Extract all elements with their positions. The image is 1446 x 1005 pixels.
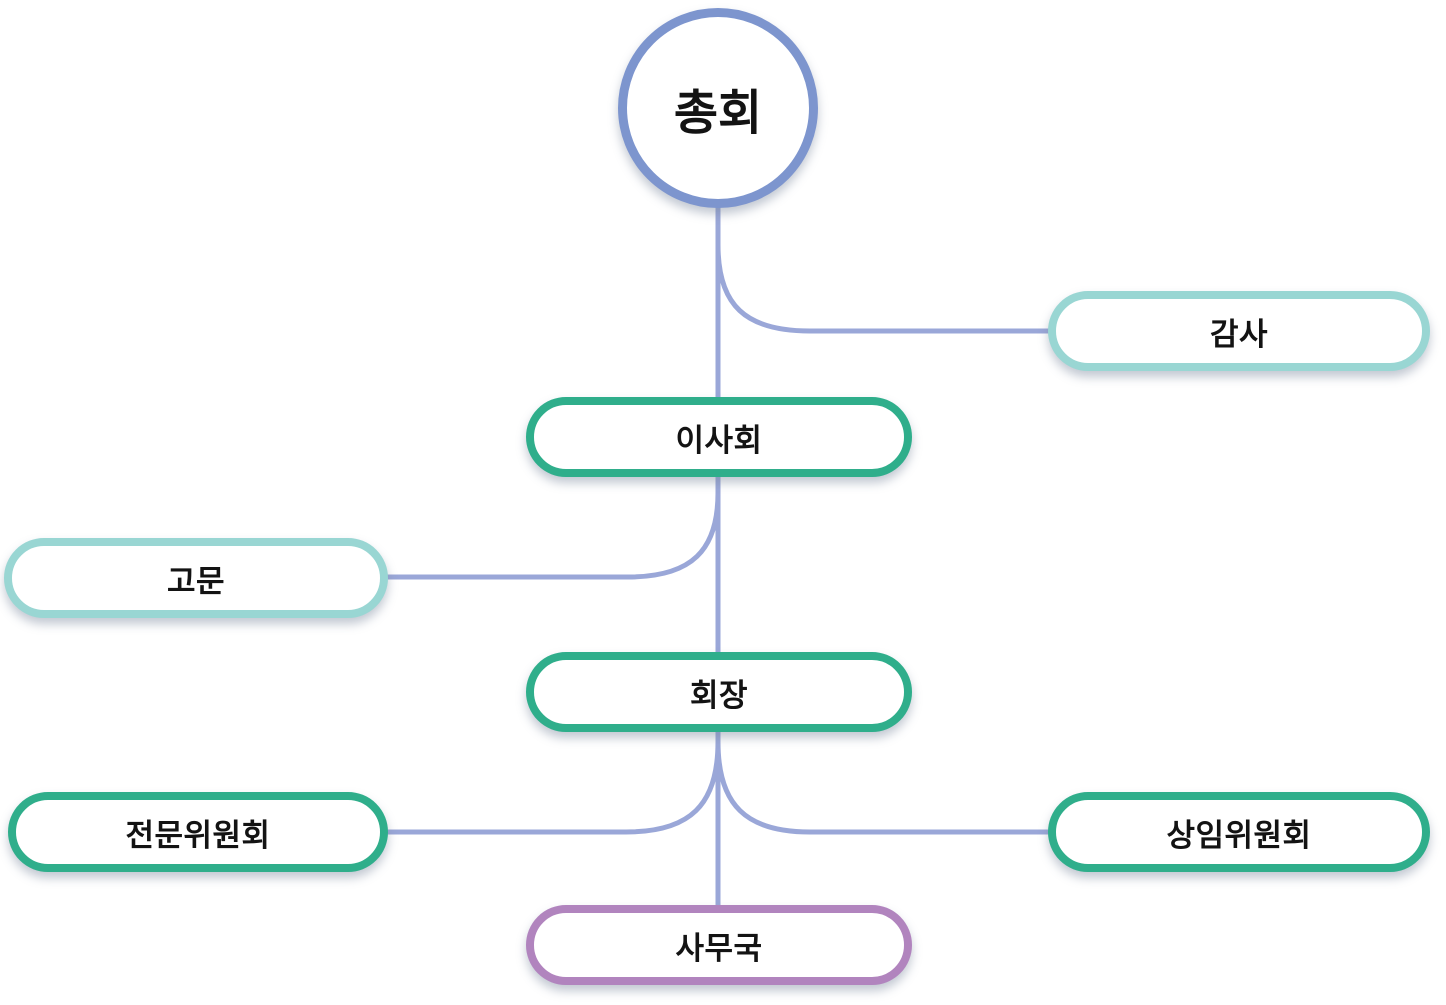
node-expert-committee: 전문위원회 bbox=[8, 792, 388, 872]
node-standing-committee: 상임위원회 bbox=[1048, 792, 1430, 872]
node-label-advisor: 고문 bbox=[166, 563, 226, 599]
connector-board-advisor bbox=[381, 490, 721, 580]
node-label-auditor: 감사 bbox=[1209, 316, 1269, 352]
node-secretariat: 사무국 bbox=[526, 905, 912, 985]
node-label-president: 회장 bbox=[689, 677, 749, 713]
node-general-assembly: 총회 bbox=[618, 8, 818, 208]
node-label-expert-committee: 전문위원회 bbox=[125, 817, 271, 853]
node-label-standing-committee: 상임위원회 bbox=[1166, 817, 1312, 853]
node-label-board-of-directors: 이사회 bbox=[675, 422, 763, 458]
connector-assembly-auditor bbox=[715, 242, 1055, 334]
node-advisor: 고문 bbox=[4, 538, 388, 618]
connector-president-standing-committee bbox=[715, 739, 1055, 835]
node-label-general-assembly: 총회 bbox=[673, 87, 763, 140]
node-label-secretariat: 사무국 bbox=[675, 930, 763, 966]
node-president: 회장 bbox=[526, 652, 912, 732]
connector-president-expert-committee bbox=[381, 739, 721, 835]
node-auditor: 감사 bbox=[1048, 291, 1430, 371]
node-board-of-directors: 이사회 bbox=[526, 397, 912, 477]
